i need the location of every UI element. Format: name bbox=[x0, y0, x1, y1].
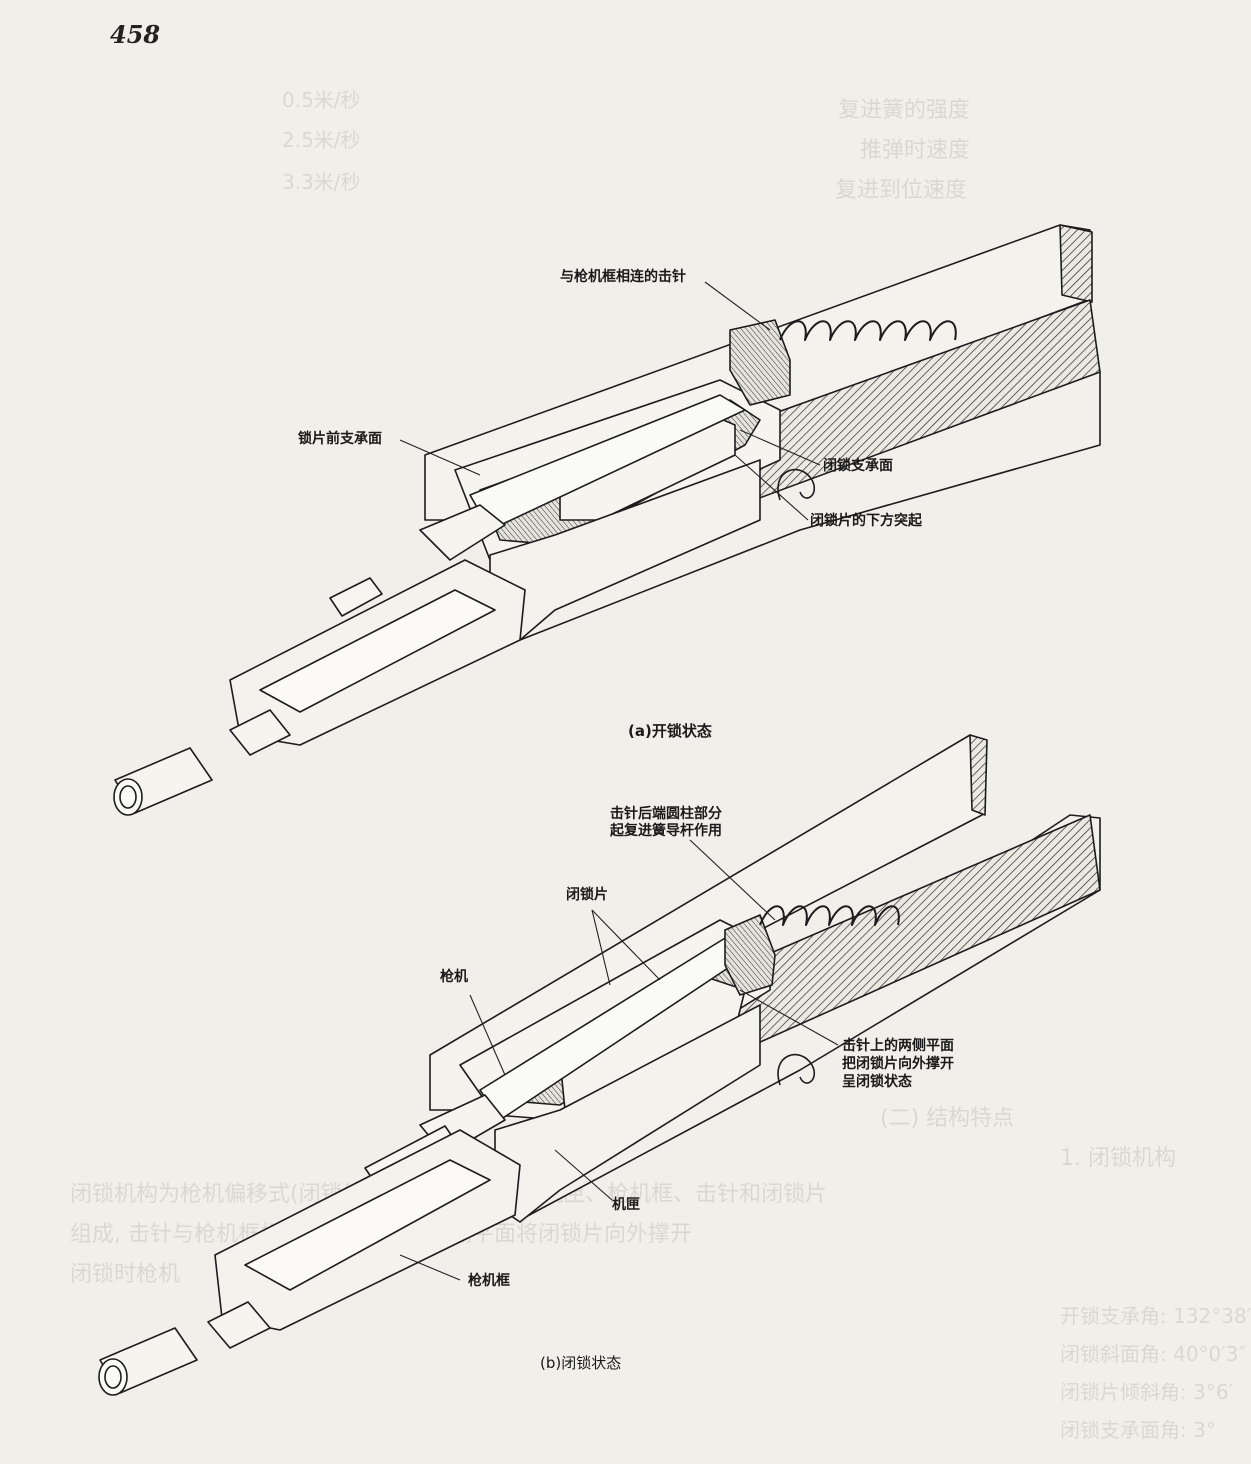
label-pin-flats-3: 呈闭锁状态 bbox=[842, 1074, 912, 1090]
loose-cylinder-b bbox=[98, 1327, 198, 1396]
recoil-spring-b bbox=[759, 905, 900, 926]
receiver-top-section-b bbox=[969, 734, 988, 816]
figure-a-leaders bbox=[399, 281, 821, 521]
bolt-carrier-slot-a bbox=[259, 589, 496, 713]
ghost-line-8: 闭锁时枪机 bbox=[70, 1262, 181, 1287]
ghost-value-3: 3.3米/秒 bbox=[282, 170, 361, 194]
cartridge-tip-a bbox=[329, 577, 383, 617]
ghost-line-1: 复进簧的强度 bbox=[838, 98, 971, 123]
receiver-hook-b bbox=[777, 1053, 816, 1086]
pin-head-b bbox=[724, 914, 776, 996]
loose-cylinder-a bbox=[113, 747, 213, 816]
bolt-carrier-slot-b bbox=[244, 1159, 491, 1291]
label-front-bearing: 锁片前支承面 bbox=[298, 431, 382, 447]
label-lower-lug: 闭锁片的下方突起 bbox=[810, 513, 922, 529]
mechanism-illustration bbox=[98, 224, 1101, 1396]
ghost-line-4: (二) 结构特点 bbox=[880, 1106, 1015, 1131]
pin-head-a bbox=[729, 319, 791, 406]
ghost-line-2: 推弹时速度 bbox=[860, 138, 971, 163]
label-pin-flats-2: 把闭锁片向外撑开 bbox=[842, 1056, 954, 1072]
receiver-top-section bbox=[1059, 224, 1093, 303]
bolt-nose-a bbox=[419, 504, 506, 561]
label-locking-bearing: 闭锁支承面 bbox=[823, 458, 893, 474]
ghost-line-3: 复进到位速度 bbox=[835, 178, 968, 203]
label-pin-flats-1: 击针上的两侧平面 bbox=[842, 1038, 954, 1054]
label-firing-pin: 与枪机框相连的击针 bbox=[560, 269, 686, 285]
caption-figure-b: (b)闭锁状态 bbox=[540, 1354, 622, 1372]
ghost-value-1: 0.5米/秒 bbox=[282, 88, 361, 112]
ghost-line-10: 闭锁斜面角: 40°0′3″ bbox=[1060, 1342, 1247, 1366]
figure-b-locked-drawing bbox=[98, 734, 1101, 1396]
label-bolt: 枪机 bbox=[440, 969, 468, 985]
page-number: 458 bbox=[110, 20, 161, 49]
label-bolt-carrier: 枪机框 bbox=[468, 1273, 510, 1289]
ghost-line-9: 开锁支承角: 132°38′ bbox=[1060, 1304, 1251, 1328]
ghost-line-12: 闭锁支承面角: 3° bbox=[1060, 1418, 1216, 1442]
recoil-spring-a bbox=[779, 320, 957, 341]
carrier-stub-a bbox=[229, 709, 291, 756]
ghost-line-11: 闭锁片倾斜角: 3°6′ bbox=[1060, 1380, 1234, 1404]
label-pin-rear-1: 击针后端圆柱部分 bbox=[610, 806, 722, 822]
ghost-line-5: 1. 闭锁机构 bbox=[1060, 1146, 1176, 1171]
figure-b-leaders bbox=[399, 839, 839, 1281]
label-pin-rear-2: 起复进簧导杆作用 bbox=[610, 823, 722, 839]
receiver-hook bbox=[777, 468, 816, 501]
ghost-value-2: 2.5米/秒 bbox=[282, 128, 361, 152]
label-locking-piece: 闭锁片 bbox=[566, 887, 608, 903]
caption-figure-a: (a)开锁状态 bbox=[628, 722, 712, 740]
label-receiver: 机匣 bbox=[612, 1197, 640, 1213]
carrier-stub-b bbox=[207, 1301, 271, 1349]
figure-a-unlocked-drawing bbox=[113, 224, 1101, 816]
